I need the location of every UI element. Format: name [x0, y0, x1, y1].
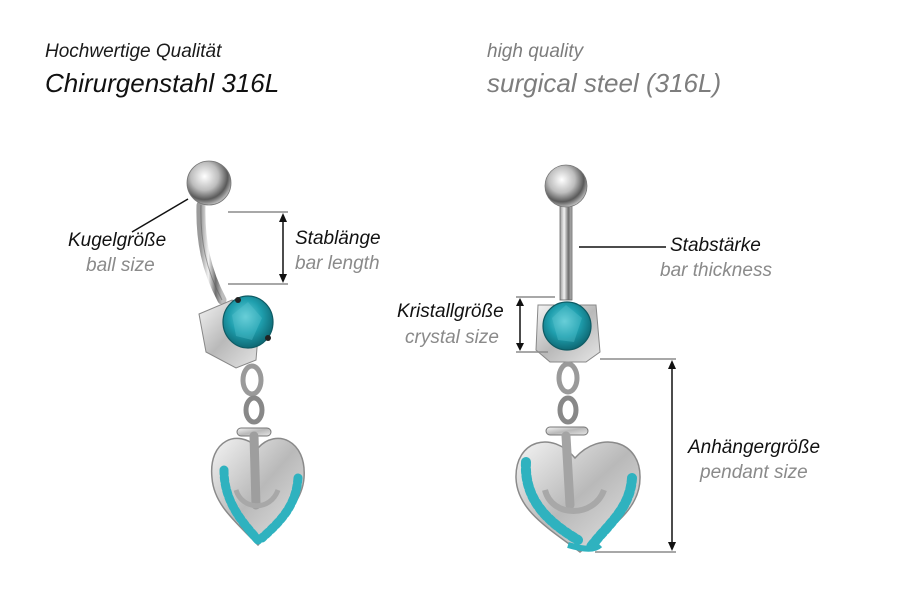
label-ball-size-de: Kugelgröße: [68, 230, 167, 251]
label-ball-size-en: ball size: [86, 255, 155, 276]
label-bar-thickness-de: Stabstärke: [670, 235, 761, 256]
label-bar-thickness-en: bar thickness: [660, 260, 772, 281]
label-bar-length-en: bar length: [295, 253, 380, 274]
heading-quality-en: high quality: [487, 41, 584, 62]
heading-material-en: surgical steel (316L): [487, 68, 722, 98]
label-pendant-size-en: pendant size: [700, 462, 808, 483]
ball-size-leader-line: [131, 198, 189, 233]
label-crystal-size-de: Kristallgröße: [397, 301, 504, 322]
right-jewelry: [515, 164, 641, 553]
label-pendant-size-de: Anhängergröße: [688, 437, 821, 458]
label-crystal-size-en: crystal size: [405, 327, 499, 348]
heading-quality-de: Hochwertige Qualität: [45, 41, 222, 62]
label-bar-length-de: Stablänge: [295, 228, 381, 249]
heading-material-de: Chirurgenstahl 316L: [45, 68, 280, 98]
left-jewelry: [186, 160, 305, 547]
